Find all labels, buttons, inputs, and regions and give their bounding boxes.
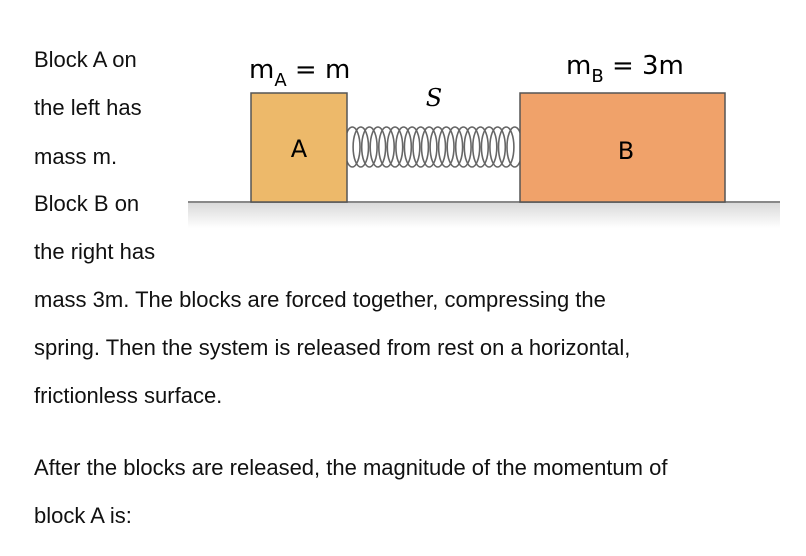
- spring-turn: [497, 126, 515, 168]
- spring-turn: [471, 126, 489, 168]
- spring-turn: [369, 126, 387, 168]
- spring-turn: [437, 126, 455, 168]
- problem-line-3: mass m.: [34, 144, 118, 169]
- problem-line-7: spring. Then the system is released from…: [34, 335, 631, 360]
- problem-line-6: mass 3m. The blocks are forced together,…: [34, 287, 606, 312]
- spring-label: S: [426, 84, 442, 112]
- ground-shadow: [188, 202, 780, 228]
- question-line-1: After the blocks are released, the magni…: [34, 455, 668, 480]
- problem-line-8: frictionless surface.: [34, 383, 223, 408]
- spring-turn: [403, 126, 421, 168]
- spring-turn: [386, 126, 404, 168]
- problem-line-4: Block B on: [34, 191, 140, 216]
- problem-line-5: the right has: [34, 239, 156, 264]
- block-b-label: B: [618, 137, 634, 165]
- block-b: [519, 92, 726, 203]
- spring-turn: [420, 126, 438, 168]
- spring-turn: [429, 126, 447, 168]
- spring-turn: [377, 126, 395, 168]
- mass-b-label: mB = 3m: [566, 51, 684, 87]
- mass-a-label: mA = m: [249, 55, 350, 91]
- spring-turn: [446, 126, 464, 168]
- spring-turn: [412, 126, 430, 168]
- spring-turn: [360, 126, 378, 168]
- spring-turn: [454, 126, 472, 168]
- problem-line-1: Block A on: [34, 47, 137, 72]
- spring-turn: [463, 126, 481, 168]
- block-a-label: A: [291, 135, 308, 163]
- spring-turn: [489, 126, 507, 168]
- question-line-2: block A is:: [34, 503, 132, 528]
- spring-turn: [352, 126, 370, 168]
- problem-line-2: the left has: [34, 95, 142, 120]
- spring-turn: [480, 126, 498, 168]
- spring-coil: [343, 126, 524, 168]
- spring-turn: [395, 126, 413, 168]
- block-a: [250, 92, 348, 203]
